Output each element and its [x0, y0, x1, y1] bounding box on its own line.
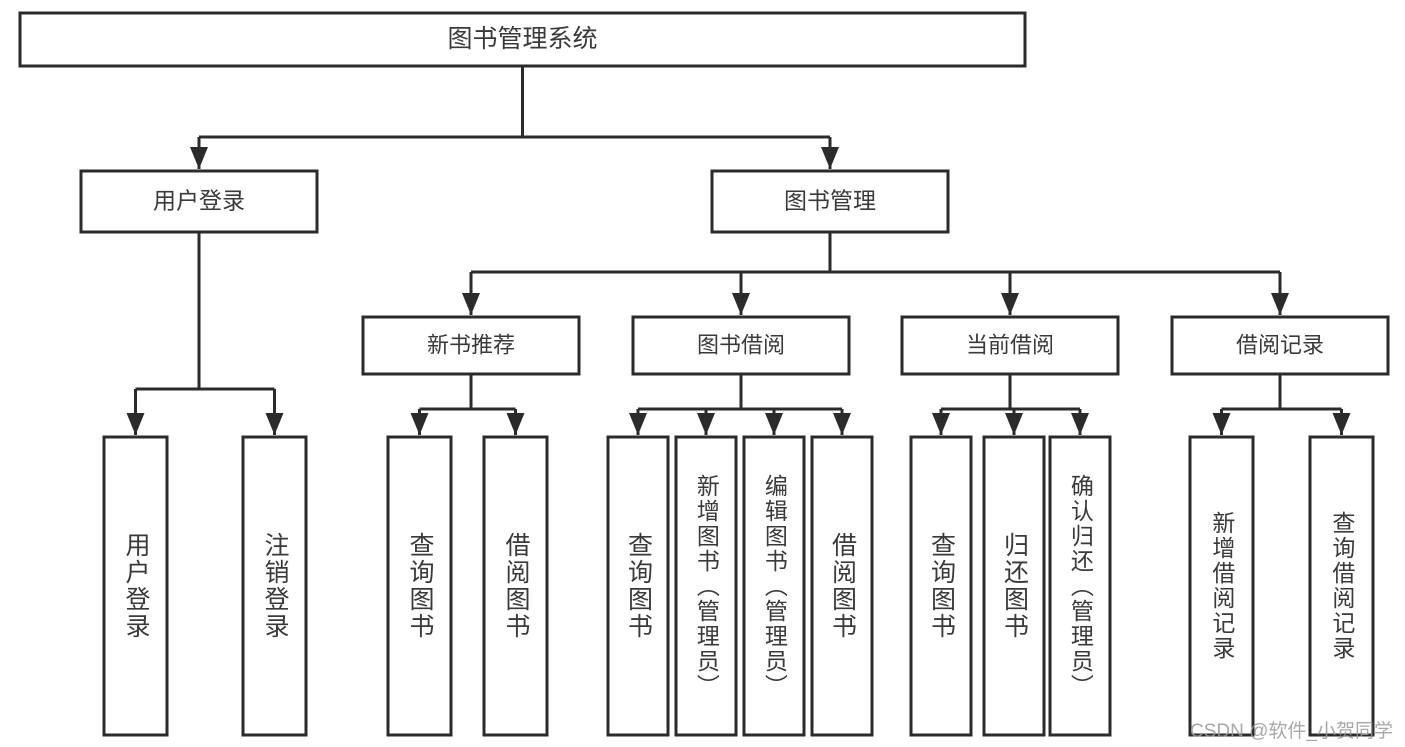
- node-box: [241, 435, 308, 737]
- node-box: [1308, 435, 1375, 737]
- node-box: [810, 435, 874, 737]
- node-box: [1048, 435, 1112, 737]
- node-box: [1170, 315, 1390, 376]
- node-label: 借阅记录: [1236, 332, 1324, 357]
- node-box: [900, 315, 1120, 376]
- node-label: 图书借阅: [697, 332, 785, 357]
- node-box: [18, 11, 1027, 68]
- node-box: [674, 435, 738, 737]
- node-box: [742, 435, 806, 737]
- node-leaf-return-book[interactable]: [982, 435, 1046, 737]
- node-box: [982, 435, 1046, 737]
- node-leaf-add-book-admin[interactable]: [674, 435, 738, 737]
- node-label: 当前借阅: [966, 332, 1054, 357]
- node-book-borrow[interactable]: 图书借阅: [631, 315, 851, 376]
- node-new-book-recommend[interactable]: 新书推荐: [361, 315, 581, 376]
- watermark-text: CSDN @软件_小贺同学: [1190, 721, 1393, 742]
- node-box: [909, 435, 973, 737]
- node-leaf-user-login[interactable]: [102, 435, 169, 737]
- node-leaf-query-borrow-record[interactable]: [1308, 435, 1375, 737]
- connector-edges: [126, 66, 1351, 435]
- node-book-manage[interactable]: 图书管理: [710, 169, 950, 234]
- node-leaf-query-book-1[interactable]: [386, 435, 453, 737]
- node-label: 图书管理: [784, 188, 876, 214]
- node-user-login[interactable]: 用户登录: [79, 169, 319, 234]
- node-label: 图书管理系统: [447, 25, 597, 53]
- node-box: [102, 435, 169, 737]
- node-label: 新书推荐: [427, 332, 515, 357]
- node-box: [79, 169, 319, 234]
- node-box: [1188, 435, 1255, 737]
- node-box: [606, 435, 670, 737]
- node-leaf-borrow-book-1[interactable]: [482, 435, 549, 737]
- node-leaf-query-book-3[interactable]: [909, 435, 973, 737]
- node-box: [631, 315, 851, 376]
- node-borrow-record[interactable]: 借阅记录: [1170, 315, 1390, 376]
- node-leaf-edit-book-admin[interactable]: [742, 435, 806, 737]
- node-leaf-confirm-return-admin[interactable]: [1048, 435, 1112, 737]
- node-leaf-query-book-2[interactable]: [606, 435, 670, 737]
- node-box: [710, 169, 950, 234]
- node-box: [361, 315, 581, 376]
- node-root[interactable]: 图书管理系统: [18, 11, 1027, 68]
- node-leaf-add-borrow-record[interactable]: [1188, 435, 1255, 737]
- node-box: [386, 435, 453, 737]
- node-leaf-logout[interactable]: [241, 435, 308, 737]
- node-current-borrow[interactable]: 当前借阅: [900, 315, 1120, 376]
- node-box: [482, 435, 549, 737]
- node-label: 用户登录: [153, 188, 245, 214]
- node-leaf-borrow-book-2[interactable]: [810, 435, 874, 737]
